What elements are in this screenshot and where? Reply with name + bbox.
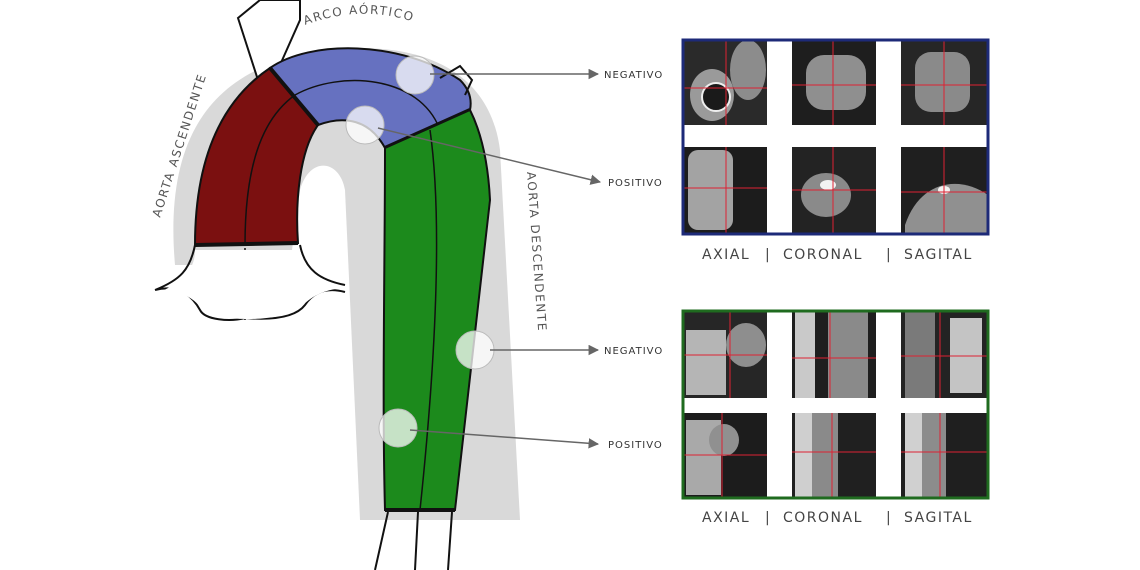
ct-tissue	[686, 330, 726, 395]
ct-tissue	[922, 413, 946, 498]
ct-tissue	[828, 311, 868, 398]
ct-tissue	[905, 413, 927, 498]
arch-label: ARCO AÓRTICO	[301, 2, 416, 28]
tag-descending-negative: NEGATIVO	[604, 346, 663, 357]
ct-tissue	[812, 413, 838, 498]
caption-bottom-coronal: CORONAL	[783, 510, 863, 526]
tag-arch-positive: POSITIVO	[608, 178, 663, 189]
caption-bottom-sagital: SAGITAL	[904, 510, 973, 526]
caption-bottom-sep-1: |	[765, 510, 771, 526]
ct-calcification	[820, 180, 836, 190]
tag-arch-negative: NEGATIVO	[604, 70, 663, 81]
caption-top-coronal: CORONAL	[783, 247, 863, 263]
ct-tissue	[915, 52, 970, 112]
ct-panel-descending	[681, 309, 990, 500]
ct-tissue	[905, 183, 988, 234]
descending-positive-site	[378, 408, 418, 448]
arch-vessel-notch	[439, 64, 474, 96]
tag-descending-positive: POSITIVO	[608, 440, 663, 451]
descending-label: AORTA DESCENDENTE	[524, 171, 549, 332]
descending-negative-site	[455, 330, 495, 370]
ct-tissue	[801, 173, 851, 217]
arch-label-path: ARCO AÓRTICO	[301, 2, 414, 28]
descending-continuation	[374, 511, 453, 570]
ct-tissue	[905, 311, 935, 398]
pointer-arrow-descending-positive	[409, 429, 600, 449]
ct-tissue	[688, 150, 733, 230]
arch-lumen-line	[294, 79, 441, 131]
caption-top-sagital: SAGITAL	[904, 247, 973, 263]
ct-aorta-lumen	[701, 82, 731, 112]
aortic-root-fill	[160, 250, 340, 320]
ct-separator	[683, 398, 988, 413]
ascending-lumen-line	[244, 94, 296, 246]
ct-panel-arch	[681, 38, 990, 236]
pointer-arrow-arch-positive	[377, 127, 602, 185]
descending-segment	[382, 108, 492, 511]
caption-bottom-axial: AXIAL	[702, 510, 750, 526]
ct-panel-descending-frame	[681, 309, 990, 500]
ct-panel-arch-frame	[681, 38, 990, 236]
arch-positive-site	[345, 105, 385, 145]
descending-lumen-line	[419, 129, 438, 511]
ct-tissue	[726, 323, 766, 367]
ascending-base-line	[194, 241, 299, 247]
ct-separator	[683, 125, 988, 147]
caption-top-sep-2: |	[886, 247, 892, 263]
arch-negative-site	[395, 55, 435, 95]
arch-ascending-boundary	[268, 66, 320, 127]
caption-top-sep-1: |	[765, 247, 771, 263]
caption-top-axial: AXIAL	[702, 247, 750, 263]
caption-bottom-sep-2: |	[886, 510, 892, 526]
ct-tissue	[795, 311, 815, 398]
ct-tissue	[730, 40, 766, 100]
ct-tissue	[806, 55, 866, 110]
ct-tissue	[709, 424, 739, 456]
ct-tissue	[795, 413, 817, 498]
